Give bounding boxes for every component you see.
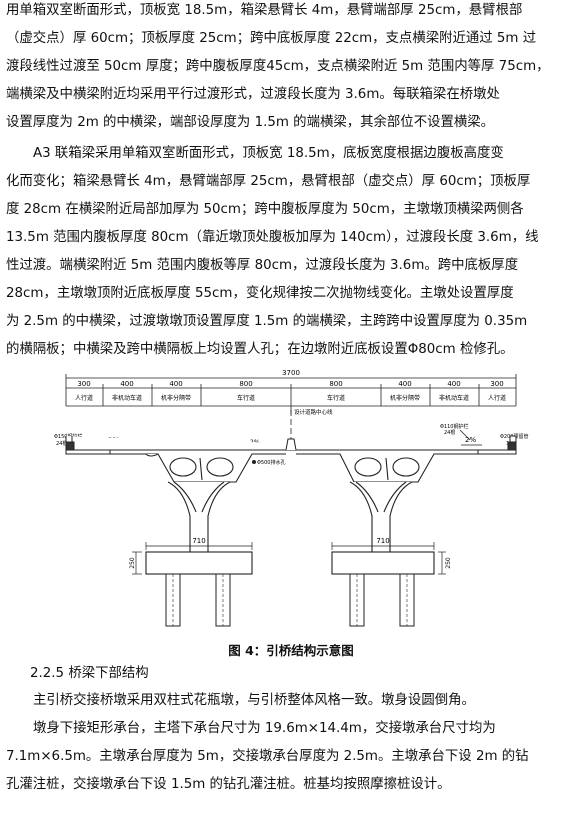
text-line: 墩身下接矩形承台，主塔下承台尺寸为 19.6m×14.4m，交接墩承台尺寸均为	[33, 721, 496, 736]
text-line: 孔灌注桩，交接墩承台下设 1.5m 的钻孔灌注桩。桩基均按照摩擦桩设计。	[6, 777, 451, 792]
text-line: 度 28cm 在横梁附近局部加厚为 50cm；跨中腹板厚度为 50cm，主墩墩顶…	[6, 202, 524, 217]
zone-label: 车行道	[237, 394, 255, 402]
cap-height-label: 250	[129, 557, 136, 569]
text-line: 的横隔板；中横梁及跨中横隔板上均设置人孔；在边墩附近底板设置Φ80cm 检修孔。	[6, 342, 514, 357]
dim-label: 300	[77, 380, 90, 388]
dim-label: 400	[398, 380, 411, 388]
cap-width-label: 710	[376, 537, 389, 545]
center-line-label: 设计道路中心线	[294, 408, 333, 416]
text-line: 性过渡。端横梁附近 5m 范围内腹板等厚 80cm，过渡段长度为 3.6m。跨中…	[6, 258, 519, 273]
pipe-left-sub-label: 24根	[56, 440, 67, 447]
text-line: 主引桥交接桥墩采用双柱式花瓶墩，与引桥整体风格一致。墩身设圆倒角。	[33, 693, 475, 708]
section-heading: 2.2.5 桥梁下部结构	[30, 666, 149, 681]
drain-label: Φ500排水孔	[257, 459, 285, 466]
bridge-cross-section-figure: 3700 300 400 400 800 800 400 400 300 人行道…	[54, 369, 528, 627]
text-line: A3 联箱梁采用单箱双室断面形式，顶板宽 18.5m，底板宽度根据边腹板高度变	[33, 146, 504, 161]
slope-right-label: 2%	[465, 436, 476, 444]
text-line: 7.1m×6.5m。主墩承台厚度为 5m，交接墩承台厚度为 2.5m。主墩承台下…	[6, 749, 529, 764]
zone-label: 非机动车道	[439, 394, 469, 402]
zone-label: 非机动车道	[112, 394, 142, 402]
dim-label: 800	[239, 380, 252, 388]
text-line: 28cm，主墩墩顶附近底板厚度 55cm，变化规律按二次抛物线变化。主墩处设置厚…	[6, 286, 514, 301]
zone-label: 人行道	[488, 394, 506, 402]
text-line: 用单箱双室断面形式，顶板宽 18.5m，箱梁悬臂长 4m，悬臂端部厚 25cm，…	[6, 3, 523, 18]
dim-label: 800	[329, 380, 342, 388]
text-line: 设置厚度为 2m 的中横梁，端部设厚度为 1.5m 的端横梁，其余部位不设置横梁…	[6, 115, 495, 130]
dim-label: 300	[490, 380, 503, 388]
figure-caption: 图 4：引桥结构示意图	[228, 643, 354, 658]
total-width-label: 3700	[282, 369, 300, 377]
dim-label: 400	[120, 380, 133, 388]
text-line: （虚交点）厚 60cm；顶板厚度 25cm；跨中底板厚度 22cm，支点横梁附近…	[6, 31, 537, 46]
text-line: 端横梁及中横梁附近均采用平行过渡形式，过渡段长度为 3.6m。每联箱梁在桥墩处	[6, 87, 500, 102]
dim-label: 400	[169, 380, 182, 388]
zone-label: 机非分隔带	[161, 394, 191, 402]
zone-label: 车行道	[327, 394, 345, 402]
zone-label: 机非分隔带	[390, 394, 420, 402]
cap-width-label: 710	[192, 537, 205, 545]
dim-label: 400	[447, 380, 460, 388]
text-line: 化而变化；箱梁悬臂长 4m，悬臂端部厚 25cm，悬臂根部（虚交点）厚 60cm…	[6, 174, 531, 189]
text-line: 为 2.5m 的中横梁，过渡墩墩顶设置厚度 1.5m 的端横梁，主跨跨中设置厚度…	[6, 314, 528, 329]
pipe-right-sub-label: 24根	[444, 429, 455, 436]
zone-label: 人行道	[75, 394, 93, 402]
cap-height-label: 250	[445, 557, 452, 569]
text-line: 13.5m 范围内腹板厚度 80cm（靠近墩顶处腹板加厚为 140cm），过渡段…	[6, 230, 539, 245]
pipe-right-label: Φ110钢护栏	[440, 423, 468, 430]
text-line: 渡段线性过渡至 50cm 厚度；跨中腹板厚度45cm，支点横梁附近 5m 范围内…	[6, 59, 550, 74]
